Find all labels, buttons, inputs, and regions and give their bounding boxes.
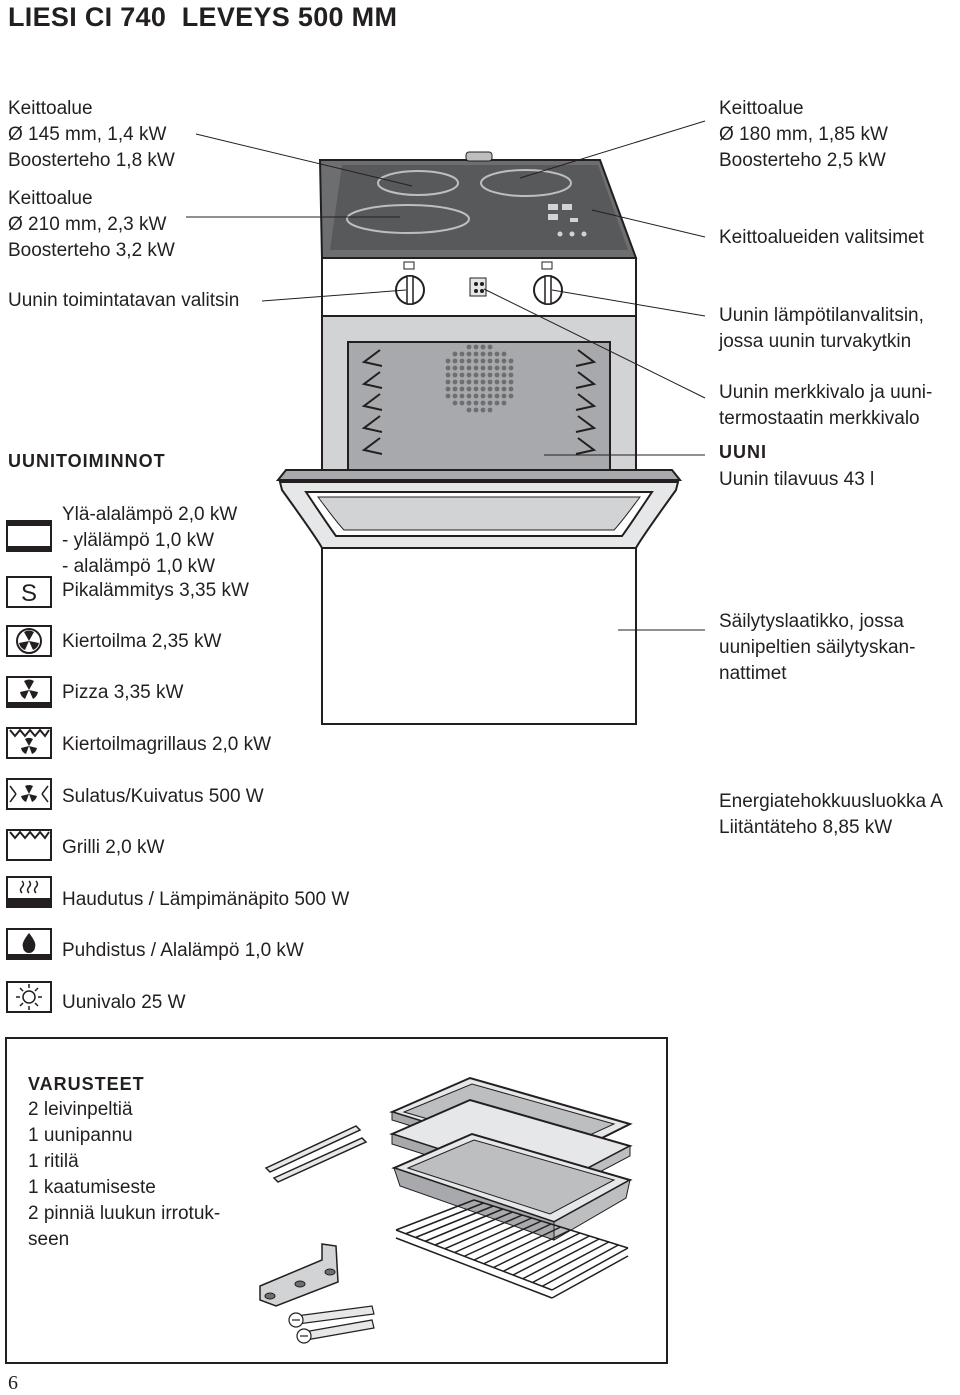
fan-cover (445, 344, 514, 413)
function-label: - ylälämpö 1,0 kW (62, 530, 215, 551)
cooking-zone-small (377, 170, 459, 196)
label-line: Keittoalue (8, 98, 93, 119)
function-top-bottom-heat: Ylä-alalämpö 2,0 kW - ylälämpö 1,0 kW - … (62, 502, 237, 580)
label-line: Säilytyslaatikko, jossa (719, 611, 904, 632)
label-thermostat: Uunin lämpötilanvalitsin, jossa uunin tu… (719, 303, 924, 355)
label-zone-selectors: Keittoalueiden valitsimet (719, 227, 924, 248)
label-line: Energiatehokkuusluokka A (719, 791, 943, 812)
label-line: Ø 180 mm, 1,85 kW (719, 124, 888, 145)
accessory-item: 1 ritilä (28, 1151, 79, 1172)
storage-drawer (321, 547, 637, 725)
function-keep-warm: Haudutus / Lämpimänäpito 500 W (62, 889, 350, 910)
label-indicator: Uunin merkkivalo ja uuni- termostaatin m… (719, 380, 932, 432)
door-pins (264, 1125, 368, 1183)
svg-text:S: S (21, 580, 37, 607)
function-fan-grill: Kiertoilmagrillaus 2,0 kW (62, 734, 272, 755)
fan-heat-icon (6, 625, 52, 657)
cooking-zone-medium (480, 169, 572, 197)
cleaning-icon (6, 928, 52, 960)
label-zone-medium: Keittoalue Ø 180 mm, 1,85 kW Boosterteho… (719, 96, 888, 174)
label-zone-small: Keittoalue Ø 145 mm, 1,4 kW Boosterteho … (8, 96, 175, 174)
label-storage: Säilytyslaatikko, jossa uunipeltien säil… (719, 609, 915, 687)
label-line: Boosterteho 1,8 kW (8, 150, 175, 171)
accessories-list: VARUSTEET 2 leivinpeltiä 1 uunipannu 1 r… (28, 1071, 220, 1253)
label-line: termostaatin merkkivalo (719, 408, 920, 429)
oven-door-top (275, 469, 683, 481)
leader-lines (186, 120, 706, 631)
accessory-item: 2 leivinpeltiä (28, 1099, 133, 1120)
anti-tip-bracket (259, 1243, 339, 1307)
functions-header: UUNITOIMINNOT (8, 451, 166, 471)
label-line: uunipeltien säilytyskan- (719, 637, 916, 658)
accessories-illustration (259, 1076, 633, 1344)
label-mode-selector: Uunin toimintatavan valitsin (8, 290, 240, 311)
label-line: Ø 210 mm, 2,3 kW (8, 214, 167, 235)
grill-icon (6, 829, 52, 861)
function-oven-light: Uunivalo 25 W (62, 992, 186, 1013)
touch-controls (548, 204, 587, 237)
accessories-box (5, 1037, 668, 1364)
rack-guides-right (575, 349, 597, 455)
label-oven-volume: Uunin tilavuus 43 l (719, 469, 875, 490)
page-title: LIESI CI 740 LEVEYS 500 MM (8, 2, 398, 32)
label-energy: Energiatehokkuusluokka A Liitäntäteho 8,… (719, 789, 943, 841)
label-line: Boosterteho 3,2 kW (8, 240, 175, 261)
label-line: jossa uunin turvakytkin (719, 331, 912, 352)
accessory-item: 2 pinniä luukun irrotuk- (28, 1203, 221, 1224)
function-fan-heat: Kiertoilma 2,35 kW (62, 631, 222, 652)
accessory-item: 1 kaatumiseste (28, 1177, 156, 1198)
roasting-pan (391, 1132, 633, 1241)
accessory-item: seen (28, 1229, 70, 1250)
label-line: Boosterteho 2,5 kW (719, 150, 886, 171)
keep-warm-icon (6, 876, 52, 908)
accessories-header: VARUSTEET (28, 1074, 145, 1094)
rack-guides-left (361, 349, 383, 455)
function-rapid-heat: Pikalämmitys 3,35 kW (62, 580, 249, 601)
screws-and-plugs (288, 1305, 375, 1344)
function-label: Ylä-alalämpö 2,0 kW (62, 504, 238, 525)
oven-header: UUNI (719, 442, 767, 462)
label-line: Keittoalue (719, 98, 804, 119)
pizza-icon (6, 676, 52, 708)
rapid-heat-icon: S (6, 576, 52, 608)
function-pizza: Pizza 3,35 kW (62, 682, 184, 703)
oven-cavity (347, 341, 611, 473)
fan-grill-icon (6, 727, 52, 759)
function-defrost: Sulatus/Kuivatus 500 W (62, 786, 264, 807)
page-number: 6 (8, 1372, 18, 1394)
defrost-icon (6, 778, 52, 810)
cooking-zone-large (346, 204, 470, 234)
function-cleaning: Puhdistus / Alalämpö 1,0 kW (62, 940, 304, 961)
indicator-lights (469, 277, 487, 297)
label-line: Liitäntäteho 8,85 kW (719, 817, 893, 838)
label-zone-large: Keittoalue Ø 210 mm, 2,3 kW Boosterteho … (8, 186, 175, 264)
top-bottom-heat-icon (6, 520, 52, 552)
function-label: - alalämpö 1,0 kW (62, 556, 216, 577)
label-line: Uunin lämpötilanvalitsin, (719, 305, 924, 326)
label-line: Keittoalue (8, 188, 93, 209)
oven-light-icon (6, 981, 52, 1013)
function-grill: Grilli 2,0 kW (62, 837, 165, 858)
label-line: Uunin merkkivalo ja uuni- (719, 382, 933, 403)
accessory-item: 1 uunipannu (28, 1125, 133, 1146)
wire-rack (395, 1199, 629, 1299)
label-line: nattimet (719, 663, 787, 684)
label-line: Ø 145 mm, 1,4 kW (8, 124, 167, 145)
